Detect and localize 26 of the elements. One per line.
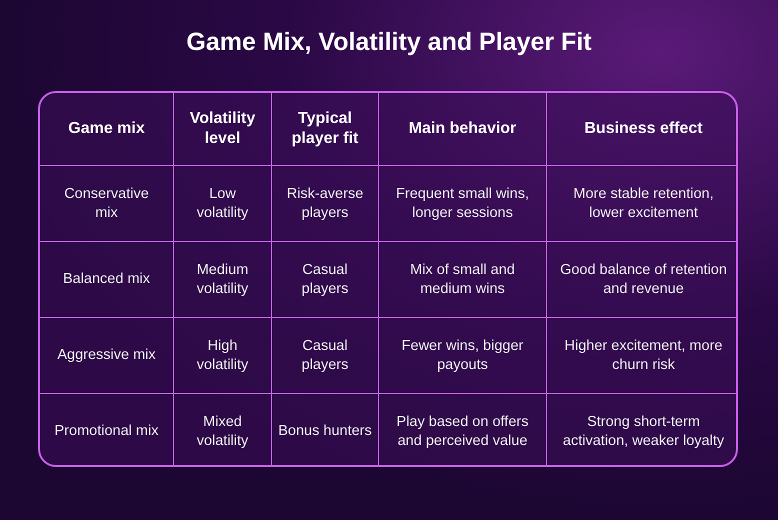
table-entry: High volatility xyxy=(196,336,250,374)
table-entry: More stable retention, lower excitement xyxy=(572,184,715,222)
table-entry: Frequent small wins, longer sessions xyxy=(395,184,530,222)
table-entry: Casual players xyxy=(300,260,350,298)
column-heading: Typical player fit xyxy=(290,109,360,149)
table-entry: Balanced mix xyxy=(62,270,150,289)
table-entry: Play based on offers and perceived value xyxy=(396,412,530,450)
column-heading: Business effect xyxy=(584,119,703,139)
table-entry: Promotional mix xyxy=(54,422,158,441)
table-entry: Fewer wins, bigger payouts xyxy=(400,336,524,374)
table-entry: Aggressive mix xyxy=(57,346,156,365)
column-heading: Main behavior xyxy=(408,119,516,139)
table-entry: Risk-averse players xyxy=(286,184,364,222)
column-heading: Volatility level xyxy=(188,109,256,149)
table-entry: Higher excitement, more churn risk xyxy=(564,336,724,374)
table-entry: Casual players xyxy=(300,336,350,374)
table-entry: Mixed volatility xyxy=(196,412,250,450)
table-entry: Bonus hunters xyxy=(278,422,372,441)
table-entry: Mix of small and medium wins xyxy=(409,260,516,298)
table-entry: Conservative mix xyxy=(63,184,150,222)
table-entry: Low volatility xyxy=(196,184,250,222)
table-entry: Medium volatility xyxy=(196,260,250,298)
table-entry: Strong short-term activation, weaker loyalty xyxy=(562,412,726,450)
table-entry: Good balance of retention and revenue xyxy=(559,260,728,298)
column-heading: Game mix xyxy=(68,119,145,139)
table-title: Game Mix, Volatility and Player Fit xyxy=(185,28,593,57)
